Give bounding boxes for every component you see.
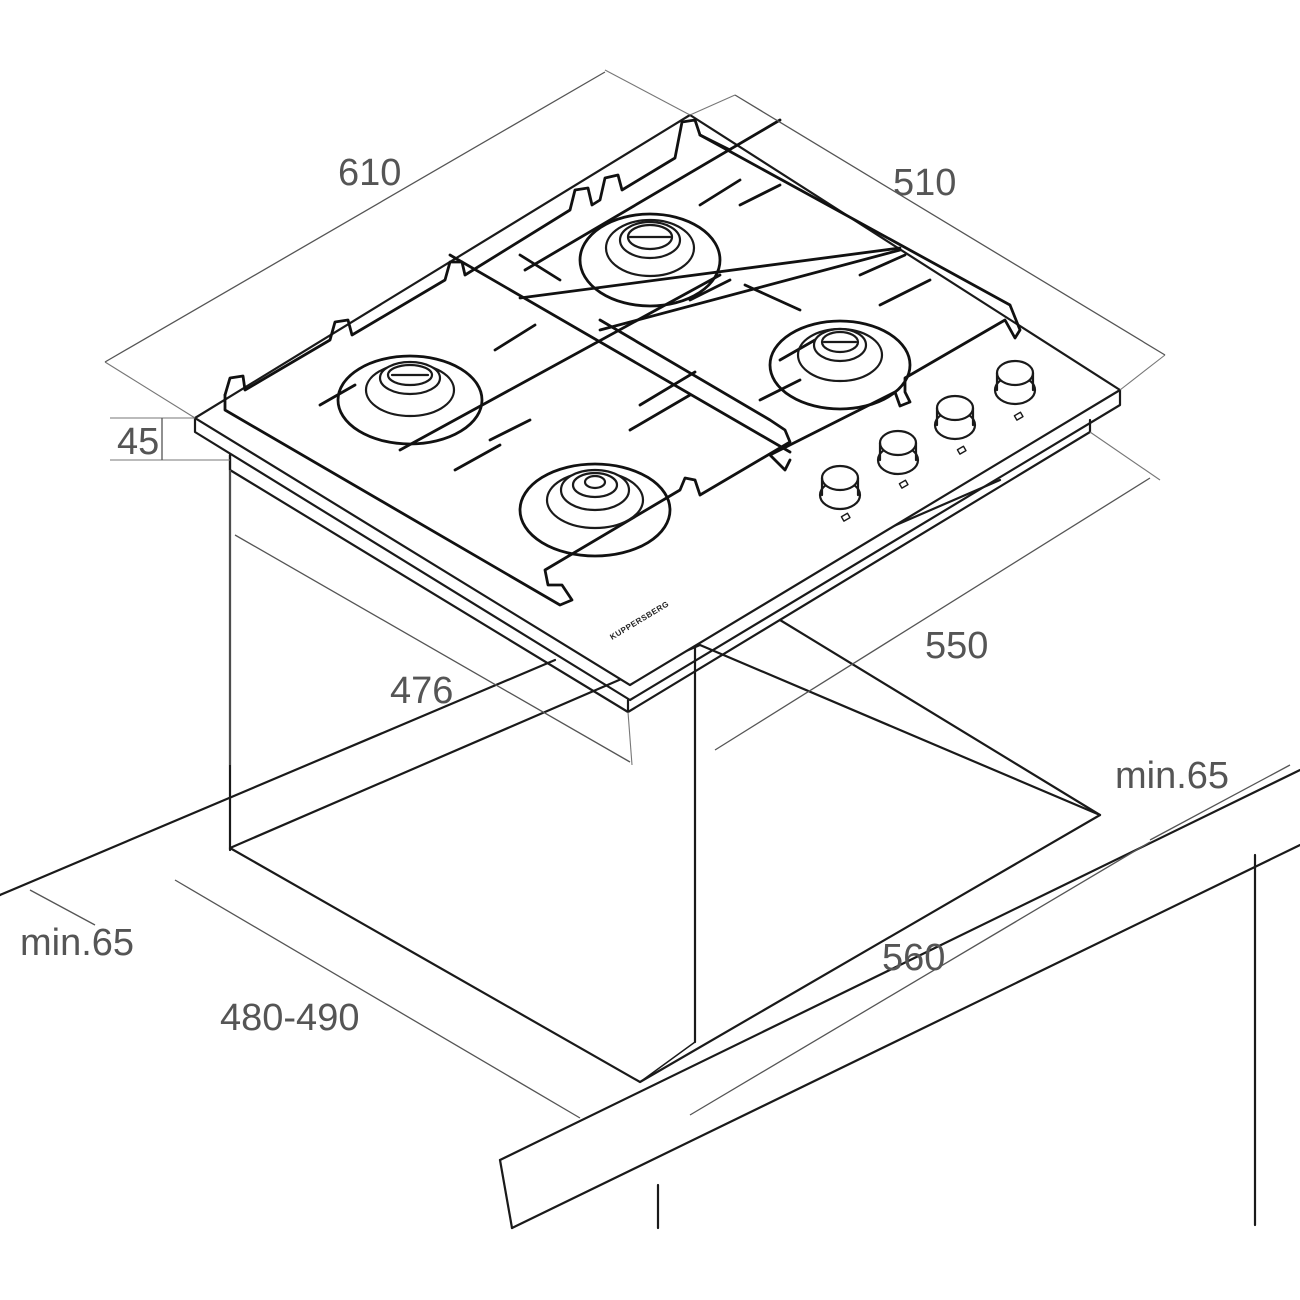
burner-back-right <box>768 319 912 411</box>
dim-line-min65-left <box>29 889 96 926</box>
burner-front-right <box>518 462 672 558</box>
countertop-front-bottom-edge <box>510 843 1300 1230</box>
cutout-right-edge <box>778 618 1102 817</box>
burner-back-right-cap <box>812 327 868 363</box>
dim-label-476: 476 <box>390 670 453 712</box>
dim-line-476 <box>234 534 631 763</box>
dim-line-510 <box>734 94 1166 356</box>
burner-front-left-ring <box>336 354 484 446</box>
countertop-front-corner <box>498 1158 514 1230</box>
burner-back-left-cap <box>618 220 682 260</box>
dim-line-550 <box>714 477 1151 751</box>
knob-2[interactable] <box>876 429 920 489</box>
countertop-front-top-edge <box>498 768 1300 1162</box>
knob-1[interactable] <box>818 464 862 522</box>
hob: KUPPERSBERG <box>193 113 1122 852</box>
control-knobs <box>818 359 1037 522</box>
countertop-left-edge <box>0 658 557 897</box>
dim-label-45: 45 <box>117 421 159 463</box>
hob-front-bezel <box>193 388 1122 702</box>
dim-label-min65-left: min.65 <box>20 922 134 964</box>
countertop-cutout <box>228 643 1102 1084</box>
burner-front-left-cap <box>378 360 442 396</box>
dim-label-min65-right: min.65 <box>1115 755 1229 797</box>
dim-label-550: 550 <box>925 625 988 667</box>
dimension-lines <box>29 69 1291 1119</box>
dim-label-560: 560 <box>882 937 945 979</box>
grate-middle-divider-2 <box>523 118 782 272</box>
grate-middle-divider-1 <box>448 253 792 454</box>
dim-label-510: 510 <box>893 162 956 204</box>
burner-front-right-ring <box>518 462 672 558</box>
grate-front-rail <box>223 318 792 607</box>
burner-back-left <box>578 212 722 308</box>
burner-front-left <box>336 354 484 446</box>
burner-back-left-ring <box>578 212 722 308</box>
dim-label-610: 610 <box>338 152 401 194</box>
hob-top-surface <box>193 113 1122 687</box>
grate-right-rail <box>698 133 1022 472</box>
dim-line-min65-right <box>1149 764 1291 841</box>
knob-3[interactable] <box>933 394 977 455</box>
burner-back-right-ring <box>768 319 912 411</box>
burner-front-right-cap <box>559 468 631 512</box>
dimension-labels: 610 510 45 476 550 min.65 min.65 560 480… <box>20 152 1229 1039</box>
dim-line-480-490 <box>174 879 581 1119</box>
dim-line-610 <box>104 71 606 363</box>
dim-label-480-490: 480-490 <box>220 997 359 1039</box>
dim-line-560 <box>689 841 1151 1116</box>
knob-4[interactable] <box>993 359 1037 421</box>
grate-back-rail <box>223 118 732 397</box>
